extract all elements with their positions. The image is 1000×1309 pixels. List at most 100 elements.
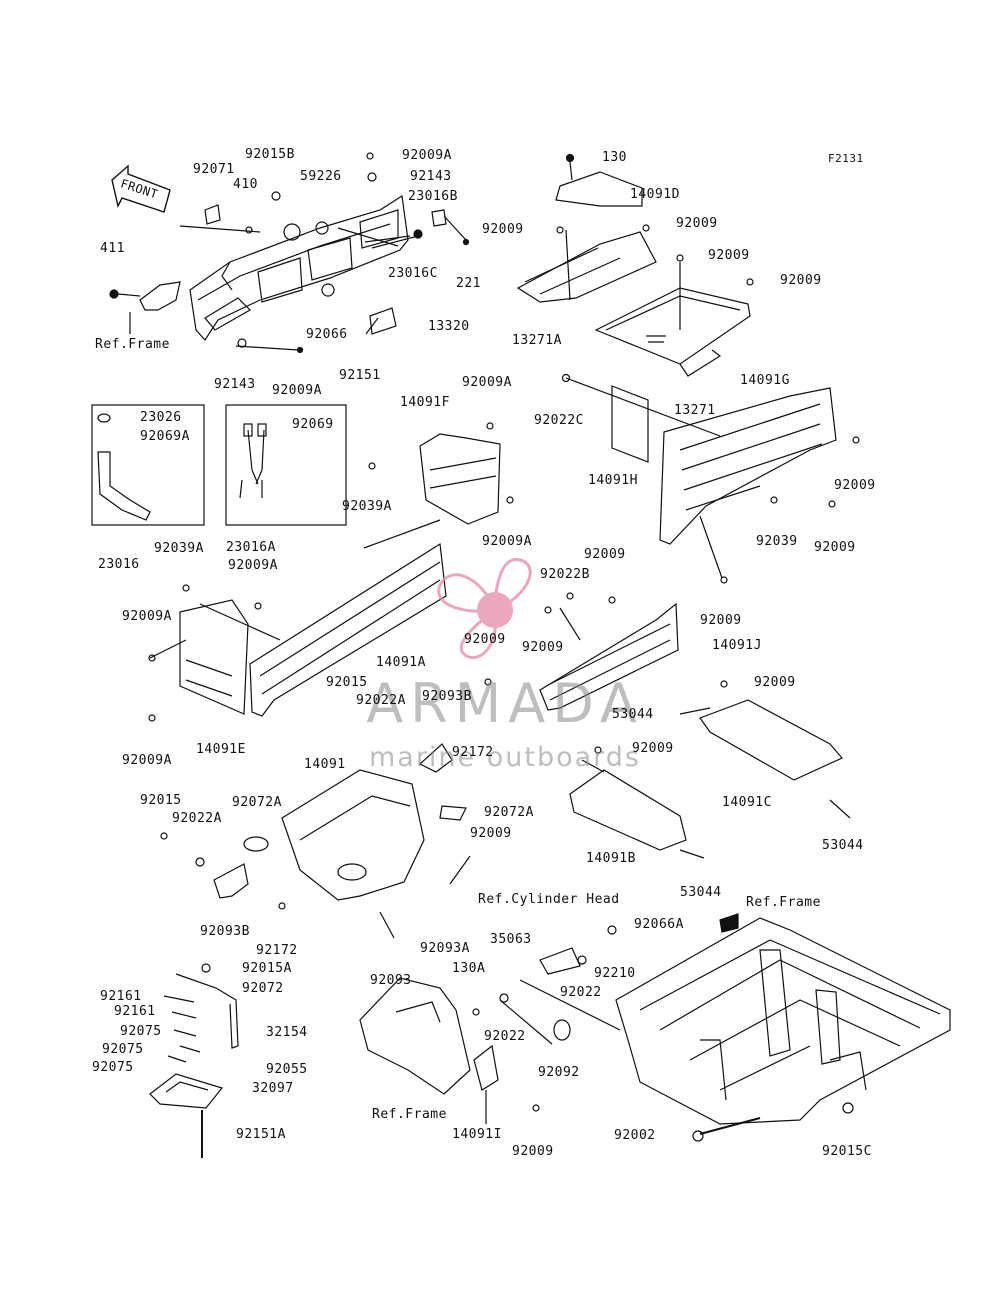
part-label: 92075 [120, 1024, 162, 1039]
part-label: 92022C [534, 413, 584, 428]
part-label: 221 [456, 276, 481, 291]
part-label: 92015C [822, 1144, 872, 1159]
part-label: 14091B [586, 851, 636, 866]
part-label: 92069A [140, 429, 190, 444]
part-label: 92075 [102, 1042, 144, 1057]
lower-bracket-drawing [160, 832, 286, 910]
wiring-box-drawing [91, 404, 347, 526]
part-label: 92009A [462, 375, 512, 390]
part-label: 92009 [464, 632, 506, 647]
part-label: 92172 [452, 745, 494, 760]
part-label: 92161 [114, 1004, 156, 1019]
part-label: 92151 [339, 368, 381, 383]
part-label: 92066 [306, 327, 348, 342]
part-label: 92009 [470, 826, 512, 841]
part-label: 14091A [376, 655, 426, 670]
part-label: 92009 [522, 640, 564, 655]
part-label: 13320 [428, 319, 470, 334]
part-label: 410 [233, 177, 258, 192]
part-label: 92015 [140, 793, 182, 808]
part-label: 92009 [814, 540, 856, 555]
part-label: 92039 [756, 534, 798, 549]
part-label: Ref.Frame [372, 1107, 447, 1122]
part-label: 92002 [614, 1128, 656, 1143]
part-label: 92092 [538, 1065, 580, 1080]
part-label: 92143 [214, 377, 256, 392]
part-label: 92009A [228, 558, 278, 573]
floor-tray-drawing [148, 422, 514, 722]
part-label: 35063 [490, 932, 532, 947]
center-bracket-drawing [281, 743, 471, 939]
part-label: 92161 [100, 989, 142, 1004]
part-label: 92066A [634, 917, 684, 932]
part-label: 130 [602, 150, 627, 165]
part-label: 92009A [122, 753, 172, 768]
part-label: 92210 [594, 966, 636, 981]
part-label: 92172 [256, 943, 298, 958]
part-label: 92009 [708, 248, 750, 263]
part-label: 92022 [560, 985, 602, 1000]
instrument-panel-drawing [109, 152, 470, 354]
part-label: 92009A [122, 609, 172, 624]
part-label: 53044 [680, 885, 722, 900]
lower-mount-drawing [359, 925, 621, 1124]
part-label: 92015A [242, 961, 292, 976]
part-label: 13271 [674, 403, 716, 418]
part-label: 14091H [588, 473, 638, 488]
part-label: 59226 [300, 169, 342, 184]
part-label: 92015 [326, 675, 368, 690]
part-label: 92015B [245, 147, 295, 162]
part-label: 92072 [242, 981, 284, 996]
part-label: 14091J [712, 638, 762, 653]
part-label: 23026 [140, 410, 182, 425]
part-label: 92009 [584, 547, 626, 562]
part-label: 13271A [512, 333, 562, 348]
part-label: 14091D [630, 187, 680, 202]
part-label: 14091E [196, 742, 246, 757]
footrest-b-drawing [569, 746, 705, 859]
part-label: 92009 [512, 1144, 554, 1159]
part-label: 14091F [400, 395, 450, 410]
figure-code: F2131 [828, 152, 864, 165]
part-label: 411 [100, 241, 125, 256]
part-label: 53044 [612, 707, 654, 722]
part-label: 92009 [676, 216, 718, 231]
part-label: 92022A [356, 693, 406, 708]
watermark-tagline: marine outboards [368, 742, 641, 773]
part-label: 14091C [722, 795, 772, 810]
part-label: 14091G [740, 373, 790, 388]
floor-plates-drawing [516, 153, 754, 377]
part-label: 23016 [98, 557, 140, 572]
pedal-assembly-drawing [149, 963, 239, 1158]
part-label: 92093A [420, 941, 470, 956]
part-label: 23016C [388, 266, 438, 281]
part-label: 92151A [236, 1127, 286, 1142]
part-label: 92075 [92, 1060, 134, 1075]
rear-panel-j-drawing [484, 592, 679, 711]
part-label: 92009A [272, 383, 322, 398]
part-label: Ref.Frame [746, 895, 821, 910]
floor-plate-c-drawing [679, 680, 851, 819]
part-label: 92009 [482, 222, 524, 237]
part-label: 32097 [252, 1081, 294, 1096]
part-label: 92039A [342, 499, 392, 514]
part-label: 92009 [780, 273, 822, 288]
part-label: 92009 [834, 478, 876, 493]
side-panel-g-drawing [561, 373, 860, 584]
part-label: 92009 [700, 613, 742, 628]
part-label: 92143 [410, 169, 452, 184]
watermark-name: ARMADA [366, 672, 644, 735]
part-label: 92055 [266, 1062, 308, 1077]
part-label: 14091 [304, 757, 346, 772]
part-label: 14091I [452, 1127, 502, 1142]
part-label: 92022 [484, 1029, 526, 1044]
part-label: 92093 [370, 973, 412, 988]
part-label: 92009A [402, 148, 452, 163]
part-label: Ref.Frame [95, 337, 170, 352]
part-label: 23016A [226, 540, 276, 555]
part-label: 92071 [193, 162, 235, 177]
part-label: 92072A [232, 795, 282, 810]
front-arrow-icon [111, 164, 171, 213]
